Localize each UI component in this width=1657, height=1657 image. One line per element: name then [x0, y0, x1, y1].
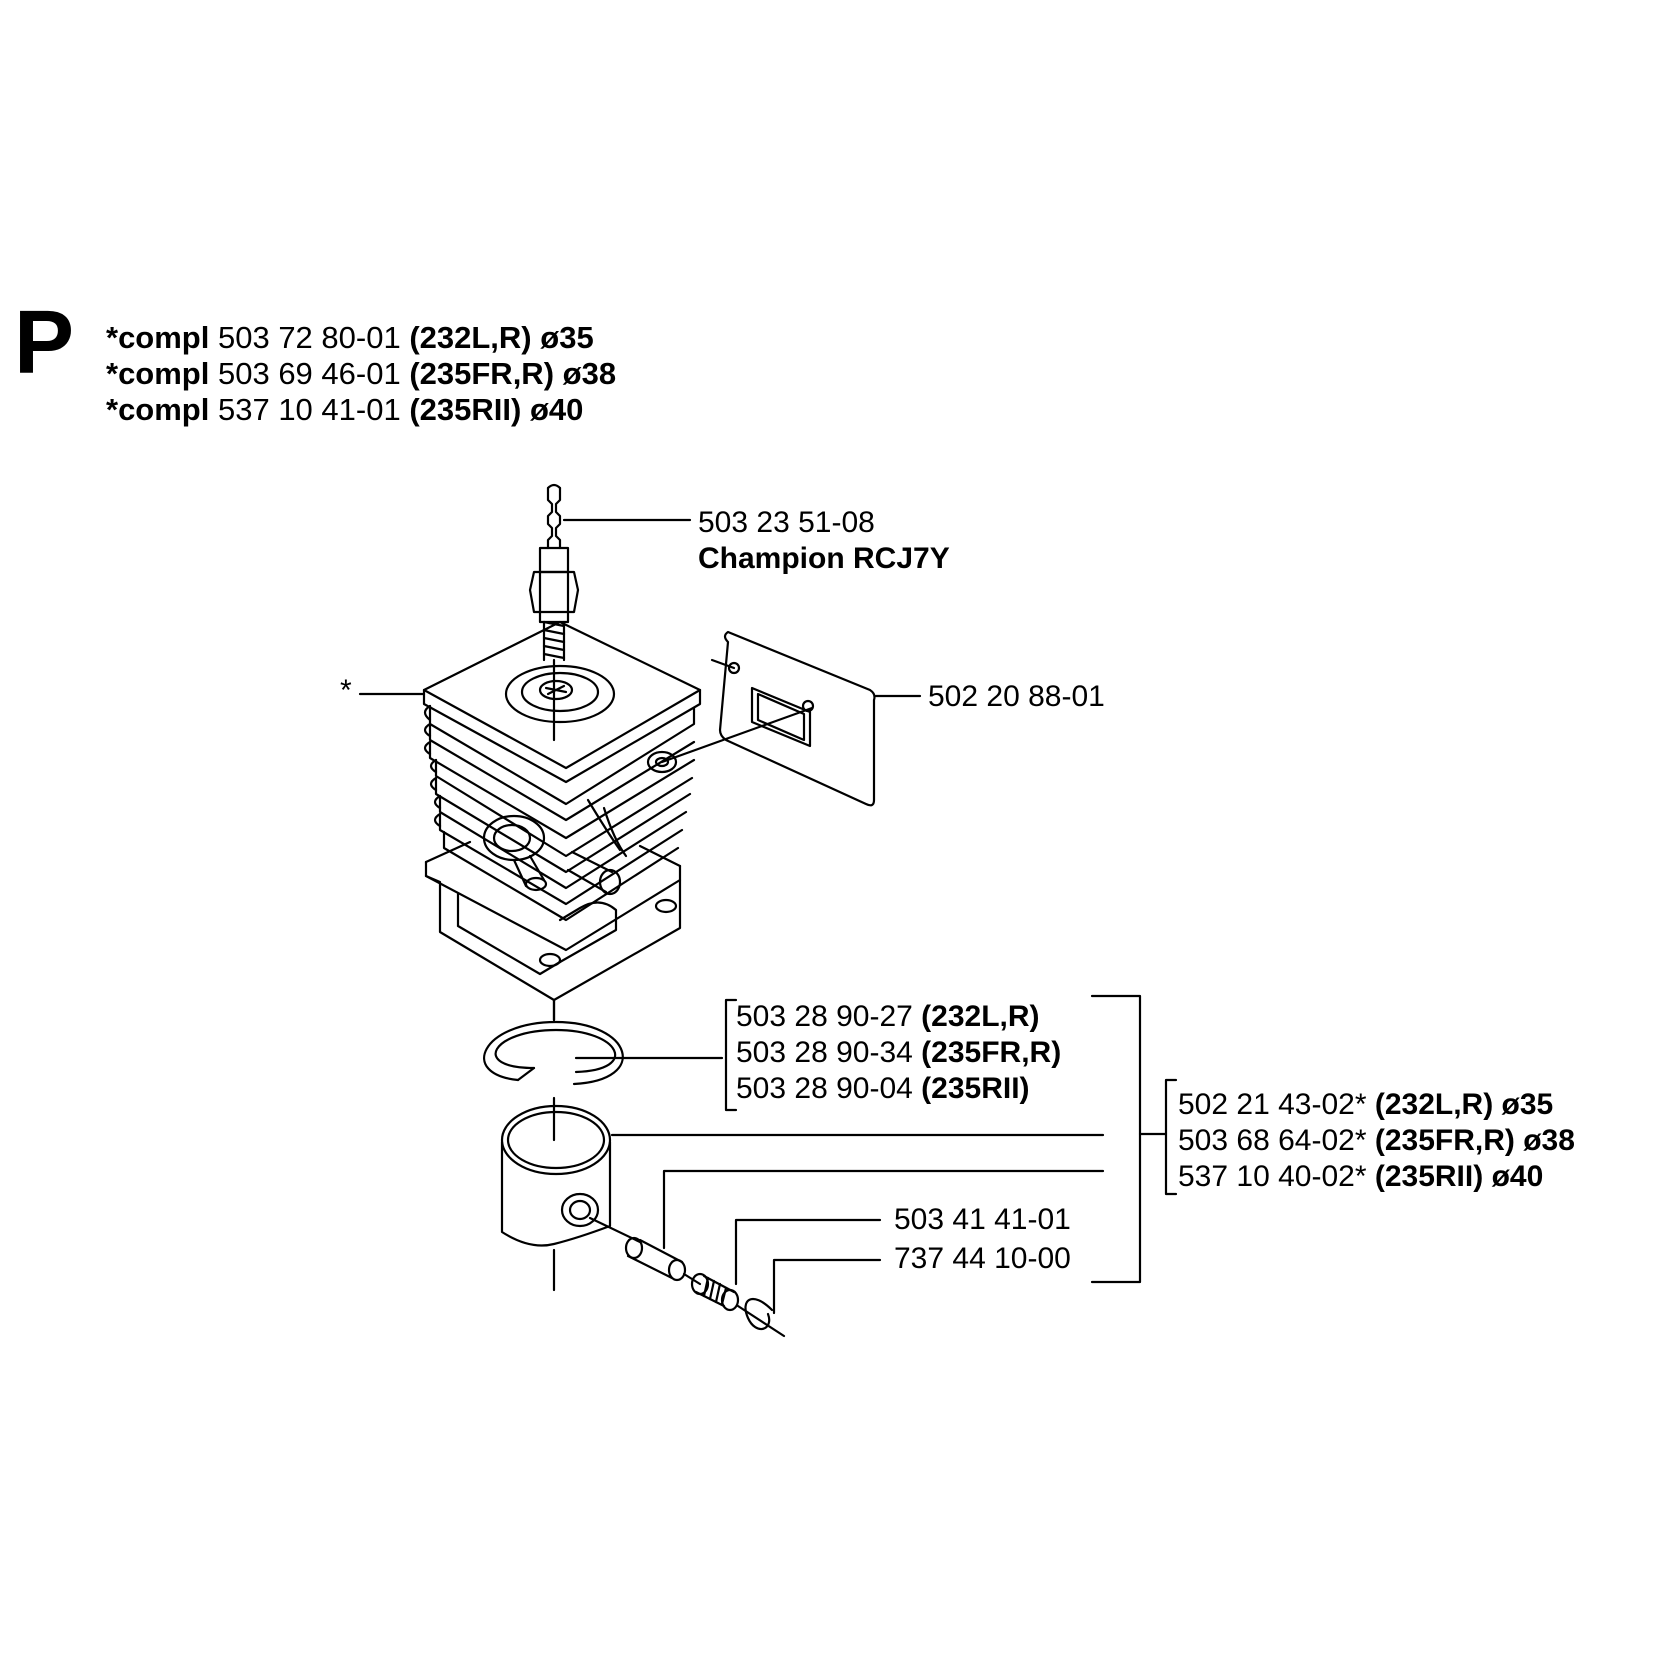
piston-ring-drawing	[483, 1020, 624, 1086]
gasket-drawing	[718, 630, 876, 807]
kit-prefix: *compl	[106, 392, 210, 427]
piston-bore: ø40	[1491, 1160, 1544, 1193]
spark-plug-drawing	[528, 483, 580, 692]
piston-model: (235FR,R)	[1374, 1124, 1515, 1157]
ring-part-number: 503 28 90-27	[736, 1000, 913, 1033]
piston-part-number: 537 10 40-02*	[1178, 1160, 1367, 1193]
kit-prefix: *compl	[106, 320, 210, 355]
needle-bearing-drawing	[690, 1272, 740, 1312]
kit-prefix: *compl	[106, 356, 210, 391]
piston-model: (235RII)	[1374, 1160, 1484, 1193]
kit-line-3: *compl 537 10 41-01 (235RII) ø40	[106, 394, 583, 425]
section-letter: P	[14, 293, 75, 393]
kit-part-number: 503 72 80-01	[217, 320, 401, 355]
ring-part-number: 503 28 90-04	[736, 1072, 913, 1105]
piston-line-3: 537 10 40-02* (235RII) ø40	[1178, 1162, 1543, 1192]
cylinder-drawing	[422, 620, 702, 1022]
ring-model: (235RII)	[921, 1072, 1030, 1105]
ring-model: (235FR,R)	[921, 1036, 1062, 1069]
ring-line-3: 503 28 90-04 (235RII)	[736, 1074, 1030, 1104]
circlip-drawing	[736, 1297, 786, 1338]
piston-drawing	[500, 1104, 612, 1247]
kit-part-number: 503 69 46-01	[217, 356, 401, 391]
piston-model: (232L,R)	[1374, 1088, 1494, 1121]
kit-bore: ø40	[529, 392, 584, 427]
kit-part-number: 537 10 41-01	[217, 392, 401, 427]
needle-bearing-part-number: 503 41 41-01	[894, 1203, 1071, 1236]
kit-model: (235RII)	[409, 392, 522, 427]
piston-pin-drawing	[624, 1236, 687, 1282]
ring-part-number: 503 28 90-34	[736, 1036, 913, 1069]
ring-line-1: 503 28 90-27 (232L,R)	[736, 1002, 1040, 1032]
ring-model: (232L,R)	[921, 1000, 1040, 1033]
piston-bore: ø35	[1501, 1088, 1554, 1121]
circlip-part-number: 737 44 10-00	[894, 1242, 1071, 1275]
spark-plug-name: Champion RCJ7Y	[698, 542, 950, 575]
kit-model: (232L,R)	[409, 320, 532, 355]
cylinder-marker: *	[340, 674, 352, 707]
kit-line-1: *compl 503 72 80-01 (232L,R) ø35	[106, 322, 594, 353]
ring-line-2: 503 28 90-34 (235FR,R)	[736, 1038, 1061, 1068]
gasket-part-number: 502 20 88-01	[928, 680, 1105, 713]
kit-bore: ø35	[540, 320, 594, 355]
kit-model: (235FR,R)	[409, 356, 555, 391]
piston-part-number: 503 68 64-02*	[1178, 1124, 1367, 1157]
spark-plug-part-number: 503 23 51-08	[698, 506, 875, 539]
piston-line-1: 502 21 43-02* (232L,R) ø35	[1178, 1090, 1553, 1120]
kit-line-2: *compl 503 69 46-01 (235FR,R) ø38	[106, 358, 616, 389]
piston-part-number: 502 21 43-02*	[1178, 1088, 1367, 1121]
piston-bore: ø38	[1523, 1124, 1575, 1157]
piston-line-2: 503 68 64-02* (235FR,R) ø38	[1178, 1126, 1575, 1156]
kit-bore: ø38	[562, 356, 617, 391]
